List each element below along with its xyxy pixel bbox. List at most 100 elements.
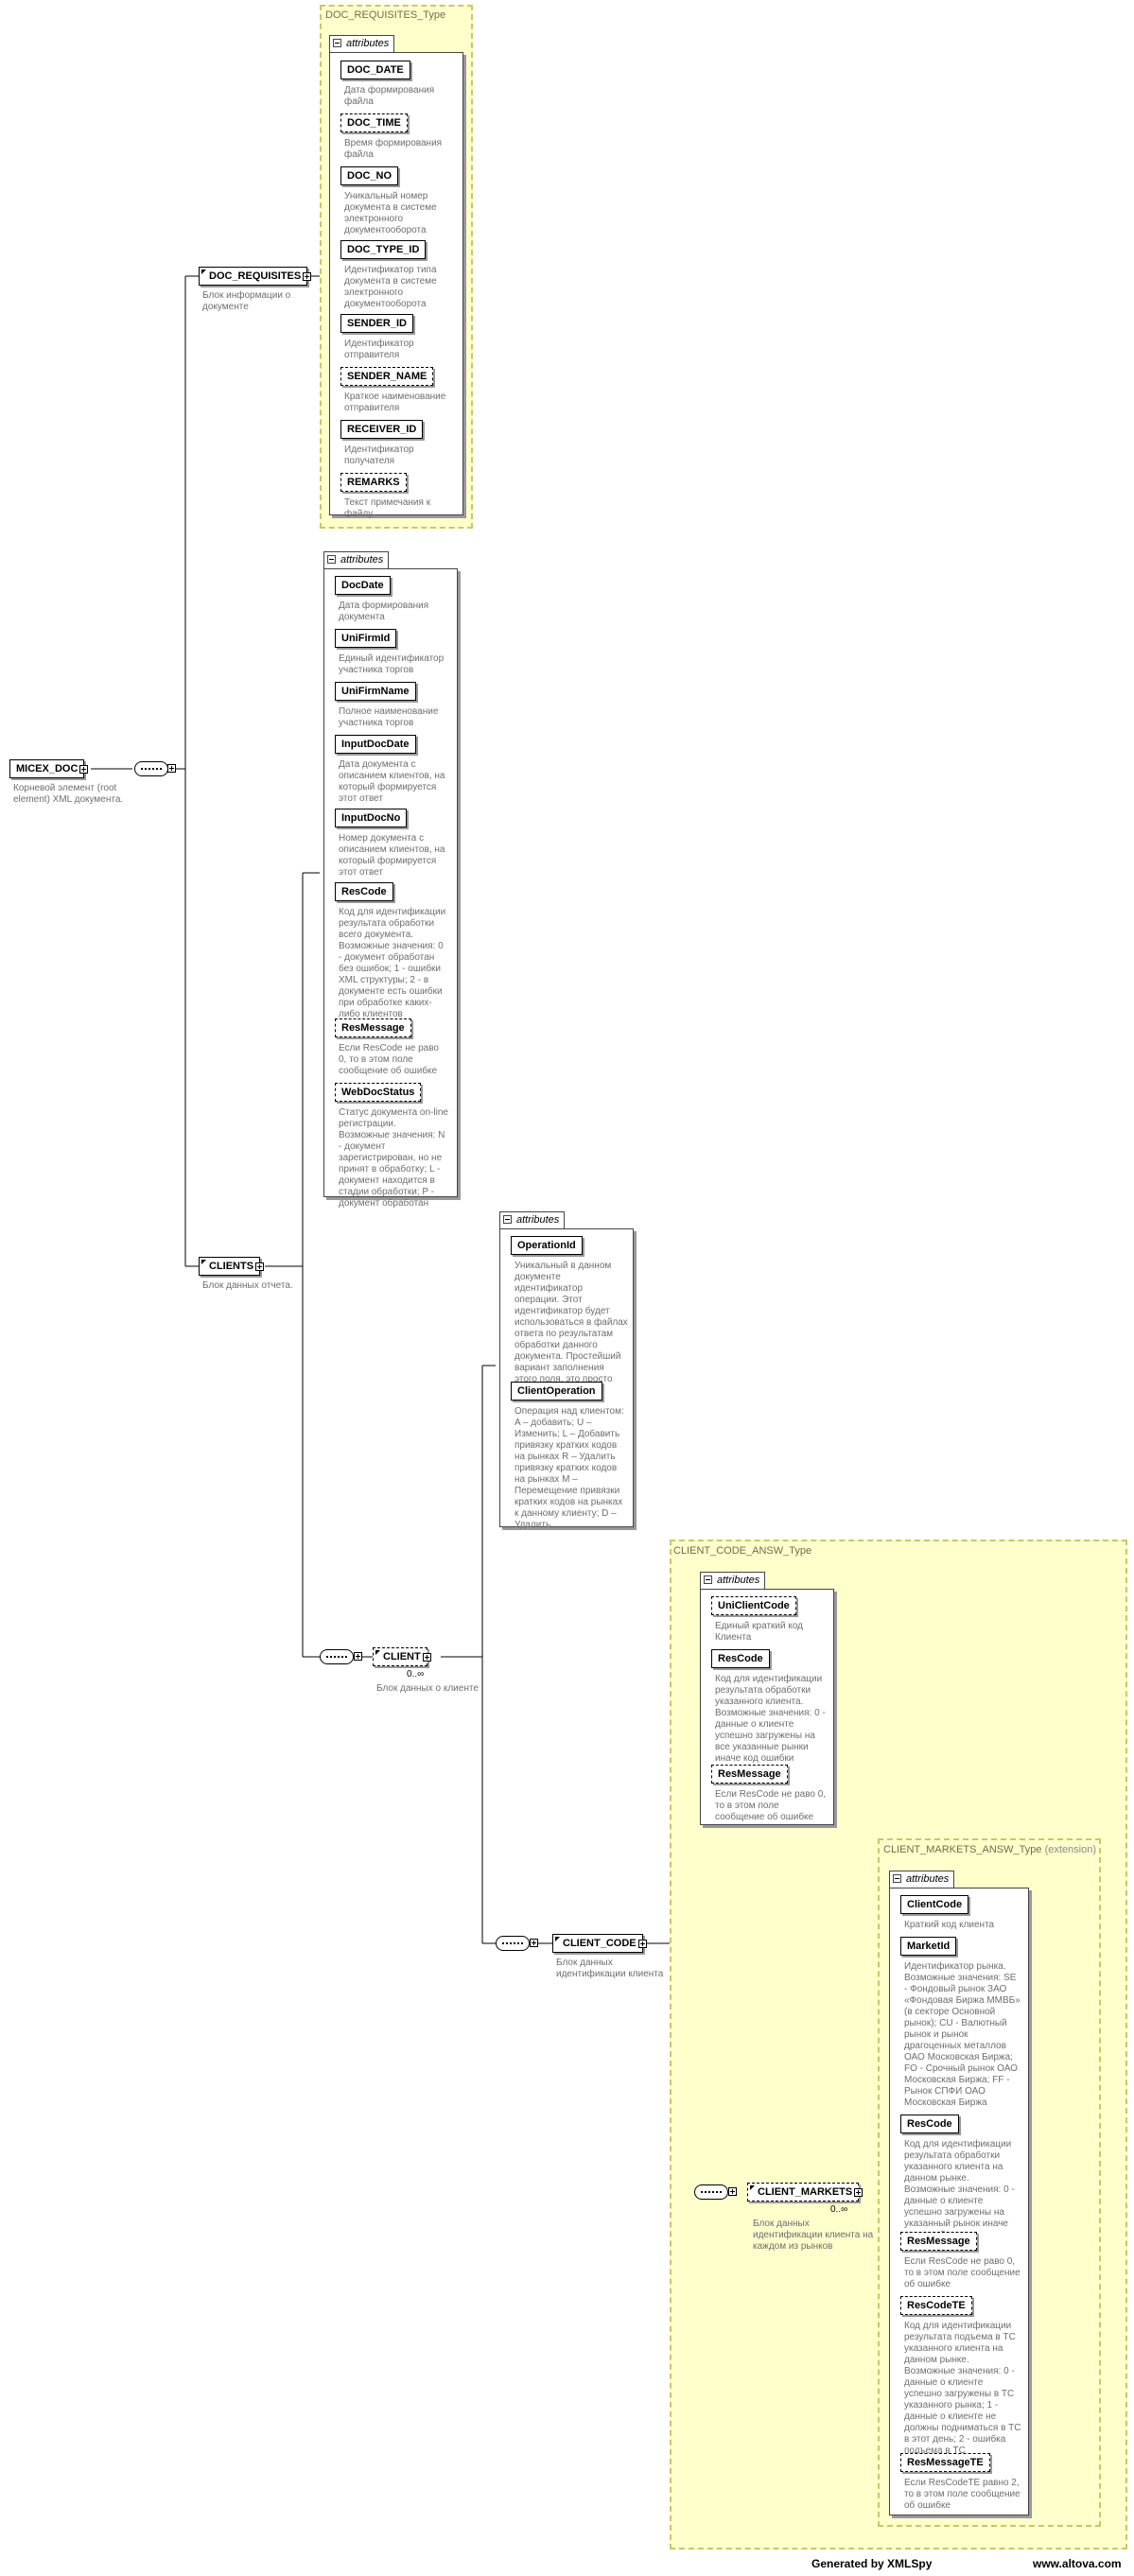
client-code-answ-type-label: CLIENT_CODE_ANSW_Type (673, 1545, 812, 1557)
clients-sequence-expand-icon (354, 1652, 362, 1661)
attr-resmessagete[interactable]: ResMessageTE (900, 2453, 990, 2472)
doc-requisites-attributes-tab[interactable]: attributes (329, 35, 395, 52)
expand-icon (79, 765, 89, 774)
client-markets-desc: Блок данных идентификации клиента на каж… (753, 2219, 874, 2252)
expand-icon (255, 1262, 265, 1271)
doc-requisites-element[interactable]: DOC_REQUISITES (199, 267, 312, 286)
attr-desc: Дата формирования документа (339, 600, 429, 622)
attr-resmessage[interactable]: ResMessage (335, 1018, 411, 1037)
attr-resmessage[interactable]: ResMessage (711, 1765, 788, 1784)
attr-desc: Код для идентификации результата обработ… (339, 907, 446, 1019)
generated-by-label: Generated by XMLSpy (811, 2557, 933, 2570)
attr-uniclientcode[interactable]: UniClientCode (711, 1596, 796, 1615)
attr-unifirmname[interactable]: UniFirmName (335, 682, 416, 701)
attr-desc: Идентификатор типа документа в системе э… (344, 265, 437, 309)
client-markets-answ-type-label: CLIENT_MARKETS_ANSW_Type (extension) (883, 1844, 1096, 1855)
attr-sender-id[interactable]: SENDER_ID (340, 314, 413, 333)
attr-desc: Код для идентификации результата обработ… (715, 1674, 826, 1764)
root-sequence[interactable] (134, 761, 168, 776)
attr-sender-name[interactable]: SENDER_NAME (340, 367, 434, 386)
sequence-icon (326, 1656, 347, 1660)
client-code-attributes-tab[interactable]: attributes (700, 1572, 766, 1589)
client-element[interactable]: CLIENT (373, 1647, 431, 1666)
attr-unifirmid[interactable]: UniFirmId (335, 629, 397, 648)
attr-doc-type-id[interactable]: DOC_TYPE_ID (340, 240, 427, 259)
attr-desc: Если ResCode не раво 0, то в этом поле с… (339, 1043, 439, 1076)
attr-rescode[interactable]: ResCode (335, 882, 393, 901)
attr-desc: Время формирования файла (344, 138, 443, 160)
attr-desc: Единый идентификатор участника торгов (339, 653, 445, 675)
client-code-desc: Блок данных идентификации клиента (556, 1958, 664, 1979)
collapse-icon (893, 1874, 901, 1883)
clients-desc: Блок данных отчета. (202, 1280, 293, 1291)
sequence-icon (701, 2191, 722, 2195)
attr-desc: Уникальный в данном документе идентифика… (515, 1261, 628, 1396)
sequence-icon (141, 768, 162, 772)
attr-clientoperation[interactable]: ClientOperation (511, 1382, 602, 1401)
attr-inputdocno[interactable]: InputDocNo (335, 809, 408, 827)
client-code-sequence-expand-icon (728, 2187, 737, 2196)
expand-icon (422, 1653, 431, 1662)
attr-rescodete[interactable]: ResCodeTE (900, 2296, 972, 2315)
attr-desc: Дата документа с описанием клиентов, на … (339, 759, 445, 804)
attr-desc: Текст примечания к файлу (344, 497, 431, 519)
attr-doc-time[interactable]: DOC_TIME (340, 113, 408, 132)
client-sequence[interactable] (496, 1936, 530, 1951)
clients-sequence[interactable] (320, 1649, 354, 1664)
attr-doc-date[interactable]: DOC_DATE (340, 61, 410, 79)
attr-desc: Код для идентификации результата обработ… (904, 2139, 1015, 2240)
attr-inputdocdate[interactable]: InputDocDate (335, 735, 416, 754)
attr-desc: Статус документа on-line регистрации. Во… (339, 1107, 448, 1209)
attr-doc-no[interactable]: DOC_NO (340, 166, 399, 185)
doc-requisites-desc: Блок информации о документе (202, 290, 291, 312)
expand-icon (854, 2188, 864, 2197)
attr-desc: Уникальный номер документа в системе эле… (344, 191, 437, 235)
attr-resmessage[interactable]: ResMessage (900, 2232, 977, 2251)
attr-operationid[interactable]: OperationId (511, 1236, 583, 1255)
attr-rescode[interactable]: ResCode (900, 2115, 959, 2133)
attr-remarks[interactable]: REMARKS (340, 473, 407, 492)
micex-doc-element[interactable]: MICEX_DOC (9, 759, 89, 778)
client-cardinality: 0..∞ (407, 1669, 425, 1680)
client-markets-attributes (889, 1888, 1029, 2515)
attr-desc: Идентификатор рынка. Возможные значения:… (904, 1961, 1021, 2108)
attr-desc: Если ResCodeTE равно 2, то в этом поле с… (904, 2478, 1021, 2511)
attr-desc: Полное наименование участника торгов (339, 706, 439, 728)
client-desc: Блок данных о клиенте (376, 1683, 479, 1694)
attr-webdocstatus[interactable]: WebDocStatus (335, 1083, 422, 1102)
attr-desc: Единый краткий код Клиента (715, 1621, 804, 1643)
attr-desc: Идентификатор получателя (344, 444, 414, 466)
attr-marketid[interactable]: MarketId (900, 1937, 957, 1956)
attr-desc: Операция над клиентом: A – добавить; U –… (515, 1406, 624, 1530)
collapse-icon (503, 1215, 512, 1224)
altova-site-label: www.altova.com (1033, 2557, 1122, 2570)
attr-clientcode[interactable]: ClientCode (900, 1895, 969, 1914)
attr-rescode[interactable]: ResCode (711, 1649, 770, 1668)
root-sequence-expand-icon (167, 764, 176, 773)
doc-requisites-type-label: DOC_REQUISITES_Type (325, 9, 446, 21)
client-code-sequence[interactable] (694, 2184, 728, 2200)
client-sequence-expand-icon (530, 1939, 538, 1947)
attr-docdate[interactable]: DocDate (335, 576, 391, 595)
attr-desc: Номер документа с описанием клиентов, на… (339, 833, 445, 878)
micex-doc-desc: Корневой элемент (root element) XML доку… (13, 783, 124, 805)
client-markets-cardinality: 0..∞ (830, 2204, 848, 2215)
collapse-icon (704, 1575, 712, 1584)
attr-desc: Идентификатор отправителя (344, 339, 414, 360)
attr-desc: Если ResCode не раво 0, то в этом поле с… (715, 1789, 827, 1822)
clients-attributes-tab[interactable]: attributes (323, 551, 390, 568)
client-markets-attributes-tab[interactable]: attributes (889, 1871, 955, 1888)
client-attributes-tab[interactable]: attributes (499, 1211, 566, 1228)
attr-receiver-id[interactable]: RECEIVER_ID (340, 420, 424, 439)
attr-desc: Код для идентификации результата подъема… (904, 2321, 1021, 2456)
client-attributes (499, 1228, 634, 1527)
expand-icon (637, 1940, 647, 1948)
clients-element[interactable]: CLIENTS (199, 1257, 265, 1276)
client-markets-element[interactable]: CLIENT_MARKETS (747, 2183, 864, 2202)
client-code-element[interactable]: CLIENT_CODE (552, 1934, 647, 1953)
attr-desc: Дата формирования файла (344, 85, 435, 107)
expand-icon (303, 272, 312, 281)
client-code-attributes (700, 1589, 834, 1825)
collapse-icon (333, 39, 341, 47)
